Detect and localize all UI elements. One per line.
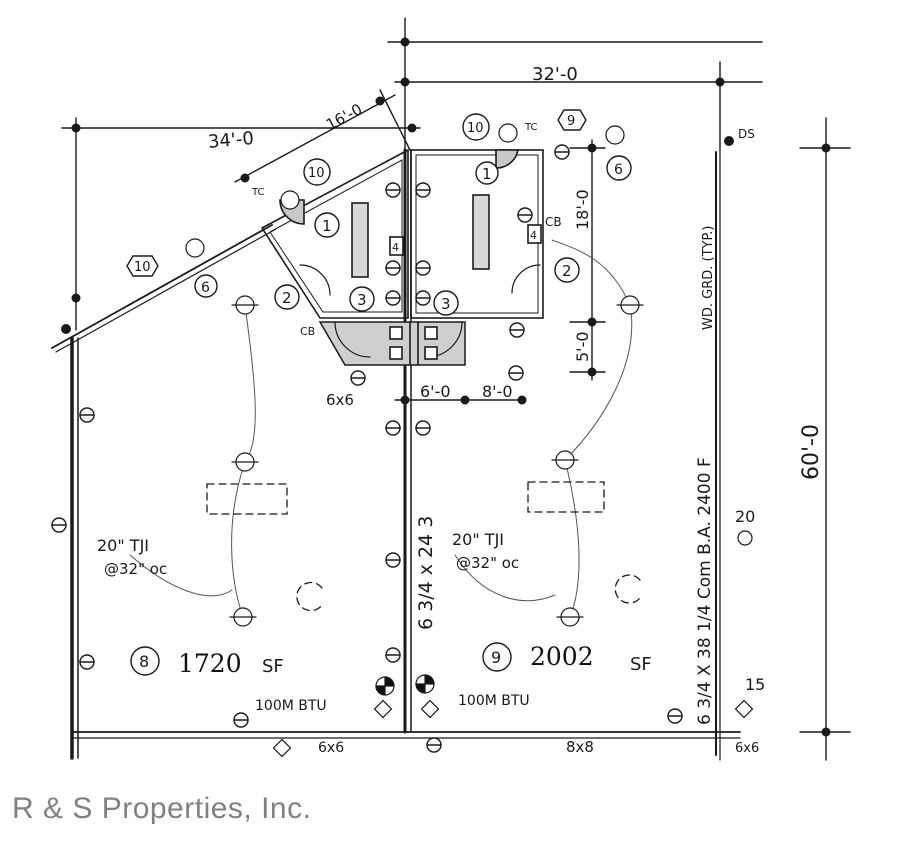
- post-center: 6x6: [318, 740, 344, 756]
- outlet-icon: [667, 708, 683, 724]
- watermark-logo: R & S Properties, Inc.: [12, 792, 312, 825]
- beam-vertical-center: 6 3/4 x 24 3: [415, 516, 437, 630]
- light-icon: [616, 295, 644, 315]
- dim-right-height: 60'-0: [799, 424, 824, 480]
- outlet-icon: [554, 144, 570, 160]
- outlet-icon: [509, 322, 525, 338]
- light-icon: [551, 450, 579, 470]
- outlet-icon: [233, 712, 249, 728]
- unit-sf-label: SF: [262, 656, 284, 677]
- outlet-icon: [350, 370, 366, 386]
- outlet-icon: [385, 420, 401, 436]
- post-left: 6x6: [326, 391, 354, 409]
- unit-number: 9: [491, 648, 501, 667]
- tag-10: 10: [467, 121, 484, 136]
- tag-2: 2: [282, 289, 292, 307]
- beam-right-note: WD. GRD. (TYP.): [701, 226, 716, 330]
- tag-cb: CB: [545, 215, 562, 229]
- tag-6: 6: [201, 280, 210, 296]
- tag-6: 6: [614, 162, 623, 178]
- unit-number: 8: [139, 652, 149, 671]
- outlet-icon: [385, 647, 401, 663]
- joist-spec: 20" TJI: [97, 536, 149, 555]
- light-icon: [185, 238, 205, 258]
- tag-edge-20: 20: [735, 507, 755, 526]
- outlet-icon: [385, 260, 401, 276]
- heater-symbols: [272, 530, 754, 758]
- outlet-icon: [385, 290, 401, 306]
- light-icon: [498, 123, 518, 143]
- tag-4: 4: [392, 241, 399, 254]
- tag-3: 3: [441, 295, 451, 313]
- light-icon: [231, 295, 259, 315]
- tag-10: 10: [134, 260, 151, 275]
- dim-diagonal-left: 34'-0: [207, 128, 254, 153]
- dim-corridor-height: 5'-0: [573, 331, 592, 362]
- outlet-icon: [79, 654, 95, 670]
- dim-diagonal-top: 16'-0: [323, 100, 365, 134]
- outlet-icon: [508, 365, 524, 381]
- outlet-icon: [517, 207, 533, 223]
- restroom-core: [261, 148, 544, 366]
- tag-9: 9: [567, 114, 575, 129]
- tag-cb: CB: [300, 325, 315, 338]
- joist-spec: 20" TJI: [452, 530, 504, 549]
- unit-sf-label: SF: [630, 654, 652, 675]
- dim-stair-height: 18'-0: [573, 189, 592, 230]
- dim-bottom-right: 8'-0: [482, 382, 513, 401]
- tag-3: 3: [357, 291, 367, 309]
- outlet-icon: [415, 290, 431, 306]
- dim-top-width: 32'-0: [532, 64, 578, 85]
- tag-10: 10: [308, 166, 325, 181]
- tag-2: 2: [562, 262, 572, 280]
- light-icon: [280, 190, 300, 210]
- outlet-icon: [51, 517, 67, 533]
- beam-vertical-right: 6 3/4 X 38 1/4 Com B.A. 2400 F: [695, 457, 715, 725]
- outlet-icon: [415, 260, 431, 276]
- unit-area: 1720: [178, 649, 242, 678]
- tag-4: 4: [530, 229, 537, 242]
- joist-spacing: @32" oc: [456, 554, 519, 572]
- tag-1: 1: [322, 217, 332, 235]
- tag-tc: TC: [251, 187, 265, 198]
- tag-tc: TC: [524, 122, 538, 133]
- exterior-walls: [51, 151, 741, 760]
- heater-rating: 100M BTU: [458, 693, 530, 709]
- tag-circles: [126, 109, 632, 676]
- outlet-icon: [415, 182, 431, 198]
- joist-spacing: @32" oc: [104, 560, 167, 578]
- outlet-icon: [385, 552, 401, 568]
- outlet-icon: [79, 407, 95, 423]
- tag-1: 1: [482, 165, 492, 183]
- outlet-icon: [385, 182, 401, 198]
- drawing-text: 32'-0 16'-0 34'-0 60'-0 18'-0 5'-0 6'-0 …: [97, 64, 824, 756]
- hvac-diffusers: [206, 481, 641, 612]
- tag-ds: DS: [738, 127, 755, 141]
- light-icon: [605, 125, 625, 145]
- unit-area: 2002: [530, 642, 594, 671]
- light-fixtures: [185, 123, 644, 627]
- light-icon: [229, 607, 257, 627]
- tag-edge-15: 15: [745, 675, 765, 694]
- post-right: 6x6: [735, 741, 759, 756]
- outlet-icon: [426, 737, 442, 753]
- outlet-icon: [415, 420, 431, 436]
- dim-bottom-left: 6'-0: [420, 382, 451, 401]
- outlet-symbols: [51, 144, 683, 753]
- heater-rating: 100M BTU: [255, 698, 327, 714]
- beam-bottom: 8x8: [566, 738, 594, 756]
- light-icon: [231, 452, 259, 472]
- light-icon: [556, 607, 584, 627]
